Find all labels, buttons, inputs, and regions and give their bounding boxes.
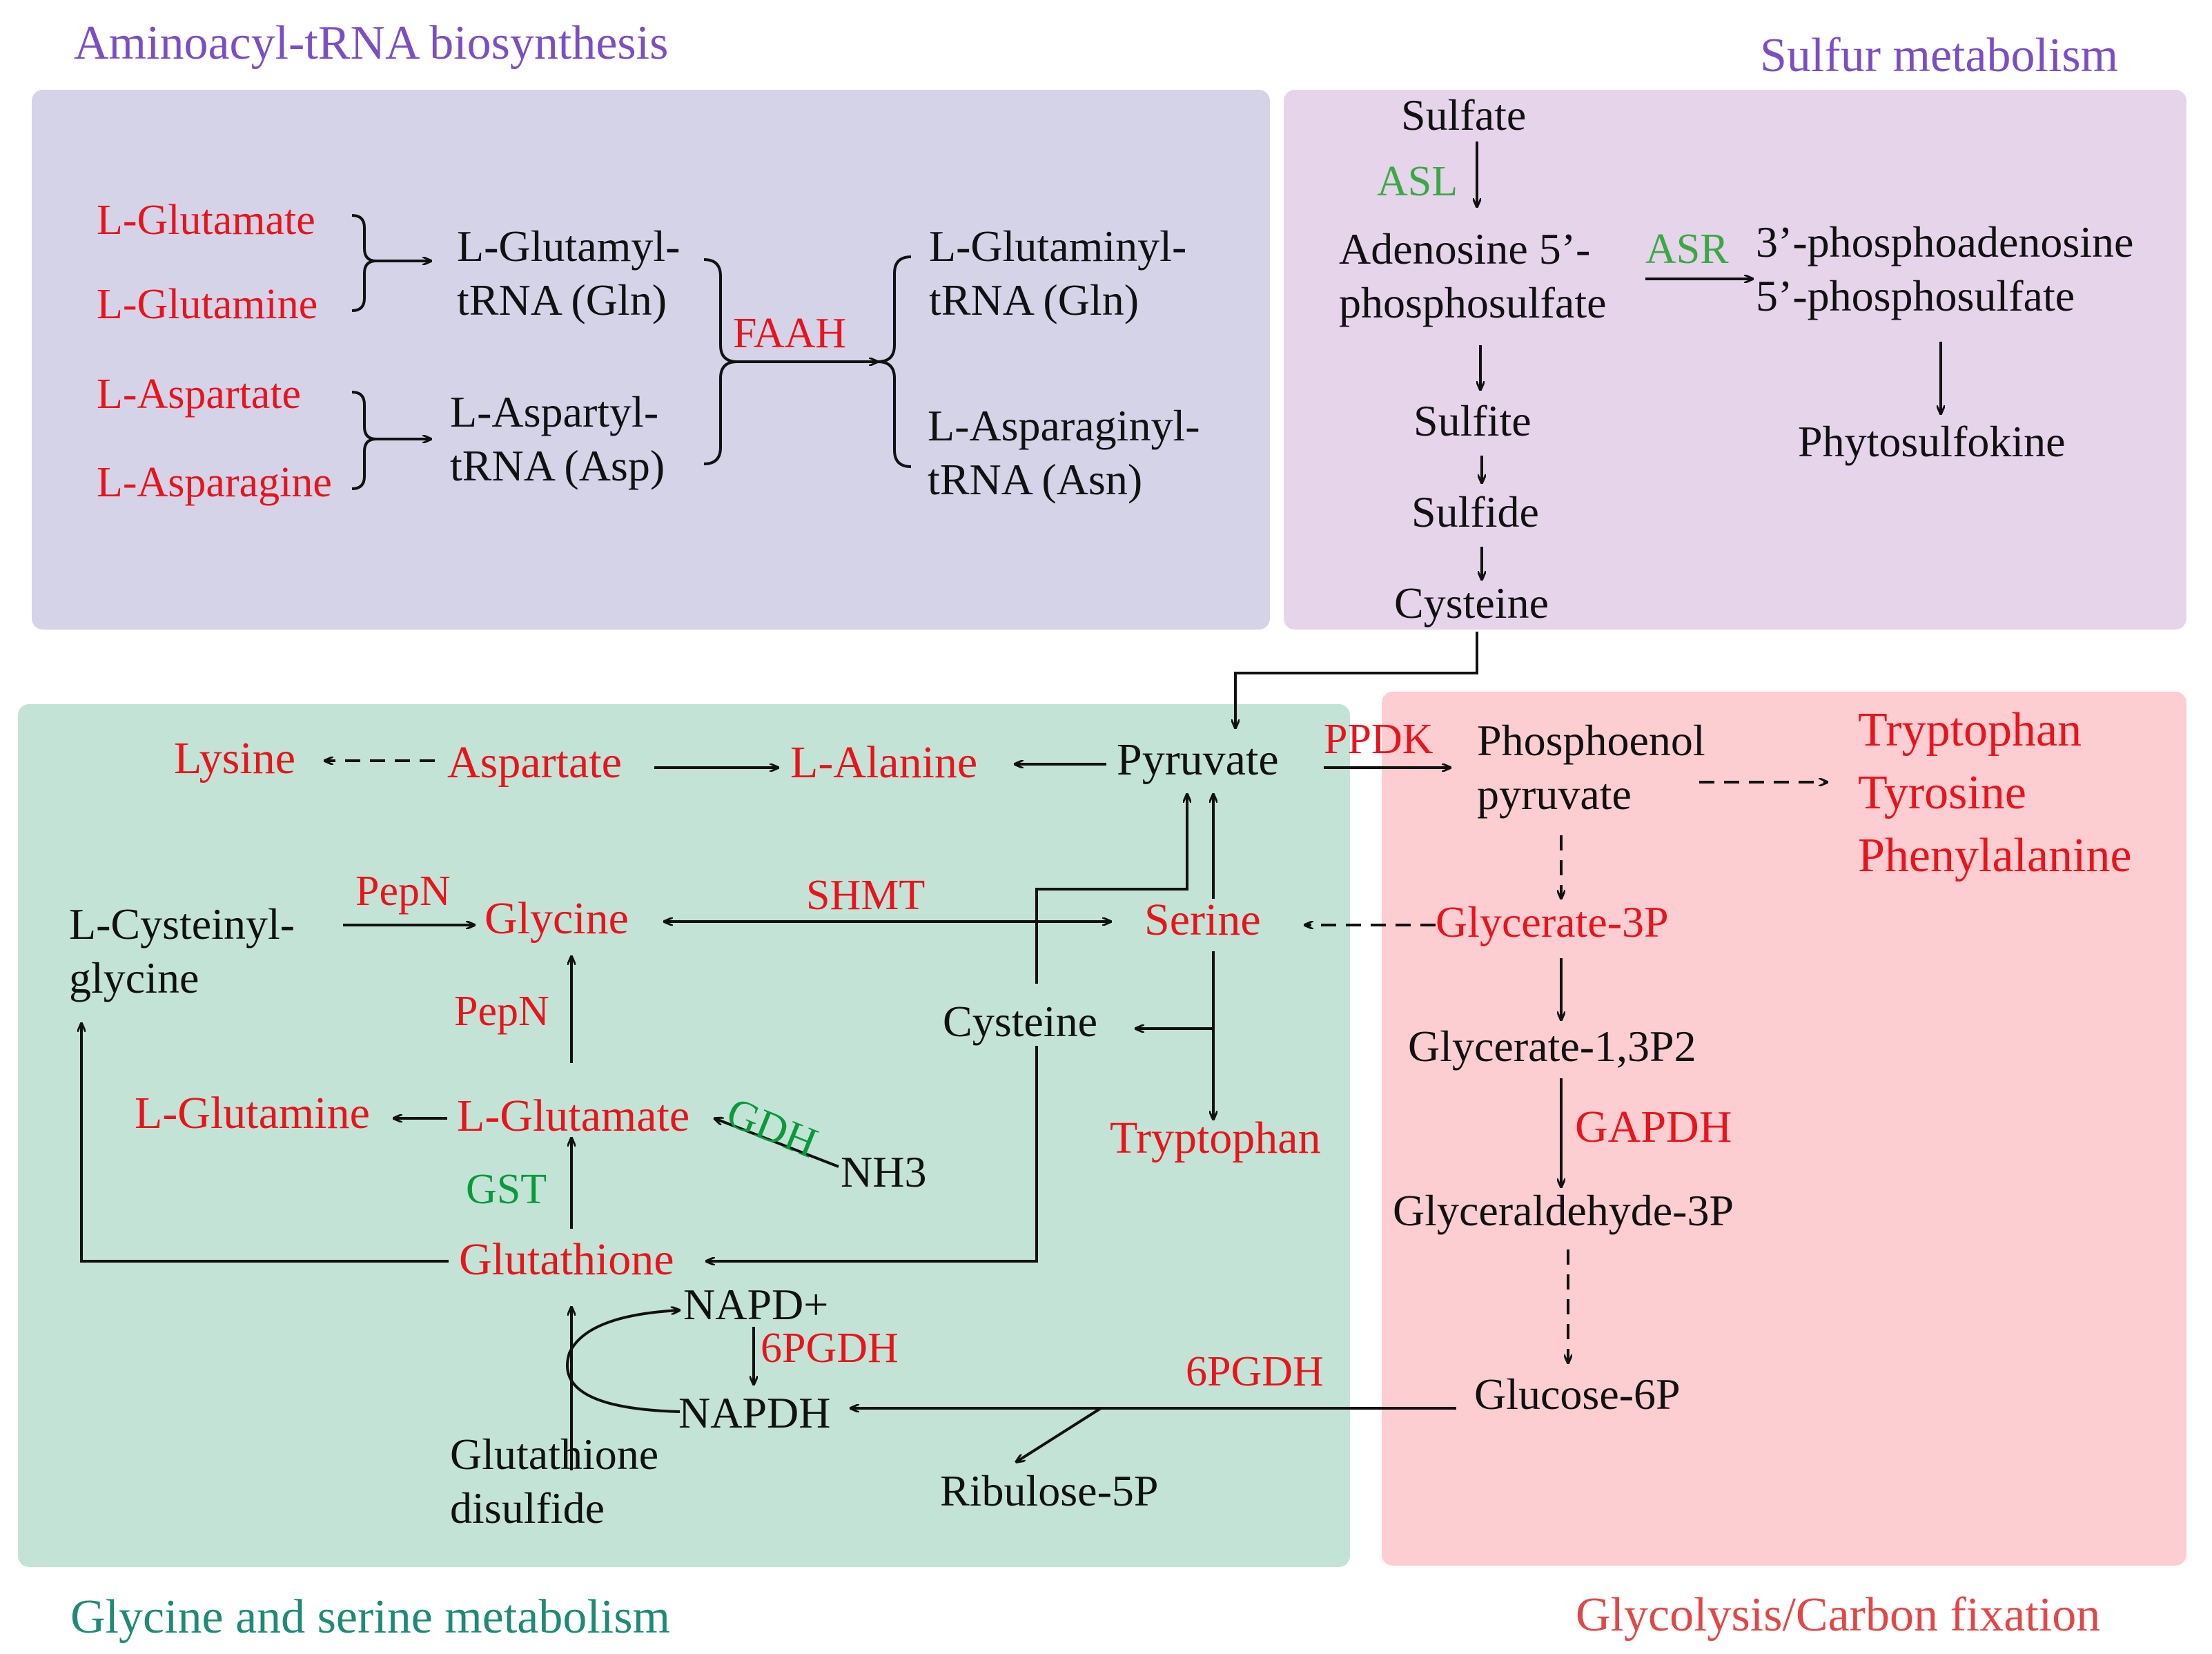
metabolite-phytosulfokine: Phytosulfokine [1798, 417, 2066, 466]
metabolite-glucose-6p: Glucose-6P [1474, 1370, 1681, 1419]
metabolite-aromatic-amino-acids: Tryptophan Tyrosine Phenylalanine [1858, 703, 2132, 882]
enzyme-6pgdh-2: 6PGDH [1186, 1348, 1324, 1395]
metabolite-aps: Adenosine 5’- phosphosulfate [1339, 224, 1607, 328]
metabolite-paps: 3’-phosphoadenosine 5’-phosphosulfate [1756, 217, 2134, 321]
brace-trna-left [703, 258, 738, 465]
metabolite-l-alanine: L-Alanine [790, 737, 978, 788]
panel-aminoacyl [32, 90, 1270, 630]
metabolite-aspartyl-trna: L-Aspartyl- tRNA (Asp) [450, 387, 665, 491]
enzyme-pepn-1: PepN [355, 868, 451, 915]
metabolite-phosphoenolpyruvate: Phosphoenol pyruvate [1477, 716, 1705, 819]
brace-asp-asn [351, 391, 377, 490]
metabolite-glycerate-3p: Glycerate-3P [1436, 897, 1669, 946]
enzyme-faah: FAAH [733, 310, 847, 357]
glutathione-to-cysteinylglycine [81, 1023, 449, 1263]
brace-trna-right [877, 255, 912, 468]
section-title-glycine: Glycine and serine metabolism [70, 1590, 670, 1644]
metabolite-l-glutamate-2: L-Glutamate [457, 1091, 690, 1141]
section-title-sulfur: Sulfur metabolism [1760, 29, 2119, 82]
metabolite-serine: Serine [1144, 895, 1261, 945]
metabolite-glutamyl-trna: L-Glutamyl- tRNA (Gln) [457, 222, 681, 325]
metabolite-lysine: Lysine [174, 733, 295, 784]
panel-glycolysis [1382, 692, 2186, 1566]
enzyme-asl: ASL [1377, 158, 1458, 205]
metabolite-l-glutamate: L-Glutamate [97, 197, 315, 244]
enzyme-shmt: SHMT [806, 872, 926, 919]
metabolite-sulfite: Sulfite [1413, 396, 1531, 445]
metabolite-glutaminyl-trna: L-Glutaminyl- tRNA (Gln) [929, 222, 1187, 325]
metabolite-l-aspartate: L-Aspartate [97, 371, 302, 418]
metabolite-tryptophan: Tryptophan [1110, 1113, 1321, 1163]
metabolite-napdh: NAPDH [678, 1388, 831, 1437]
section-title-aminoacyl: Aminoacyl-tRNA biosynthesis [74, 17, 669, 70]
cysteine-to-pyruvate [1235, 632, 1478, 728]
metabolite-nh3: NH3 [841, 1147, 927, 1196]
metabolite-sulfate: Sulfate [1401, 90, 1527, 139]
metabolite-pyruvate: Pyruvate [1117, 734, 1279, 785]
metabolite-sulfide: Sulfide [1411, 487, 1539, 536]
metabolite-l-cysteinylglycine: L-Cysteinyl- glycine [69, 899, 295, 1003]
metabolite-napd-plus: NAPD+ [683, 1280, 829, 1329]
panel-sulfur [1284, 90, 2186, 630]
metabolite-l-asparagine: L-Asparagine [97, 459, 332, 506]
metabolite-glutathione-disulfide: Glutathione disulfide [450, 1430, 659, 1533]
enzyme-6pgdh-1: 6PGDH [761, 1325, 899, 1372]
metabolite-cysteine-sulfur: Cysteine [1394, 578, 1549, 627]
cysteine-to-glutathione [706, 1046, 1038, 1261]
panel-glycine [18, 704, 1350, 1567]
enzyme-ppdk: PPDK [1324, 716, 1433, 763]
enzyme-asr: ASR [1645, 226, 1729, 273]
enzyme-gst: GST [466, 1166, 547, 1213]
metabolite-aspartate: Aspartate [447, 737, 622, 788]
metabolite-glycerate-13p2: Glycerate-1,3P2 [1408, 1022, 1696, 1071]
enzyme-pepn-2: PepN [454, 988, 549, 1035]
brace-glu-gln [351, 214, 377, 312]
metabolite-cysteine: Cysteine [943, 997, 1097, 1046]
metabolite-glutathione: Glutathione [459, 1234, 674, 1285]
metabolite-asparaginyl-trna: L-Asparaginyl- tRNA (Asn) [928, 401, 1200, 505]
section-title-glycolysis: Glycolysis/Carbon fixation [1576, 1588, 2101, 1642]
metabolite-ribulose-5p: Ribulose-5P [940, 1466, 1159, 1515]
metabolite-l-glutamine: L-Glutamine [97, 281, 318, 328]
metabolite-glyceraldehyde-3p: Glyceraldehyde-3P [1393, 1186, 1734, 1235]
metabolite-glycine: Glycine [485, 893, 629, 944]
enzyme-gapdh: GAPDH [1575, 1102, 1732, 1152]
metabolite-l-glutamine-2: L-Glutamine [135, 1088, 370, 1138]
